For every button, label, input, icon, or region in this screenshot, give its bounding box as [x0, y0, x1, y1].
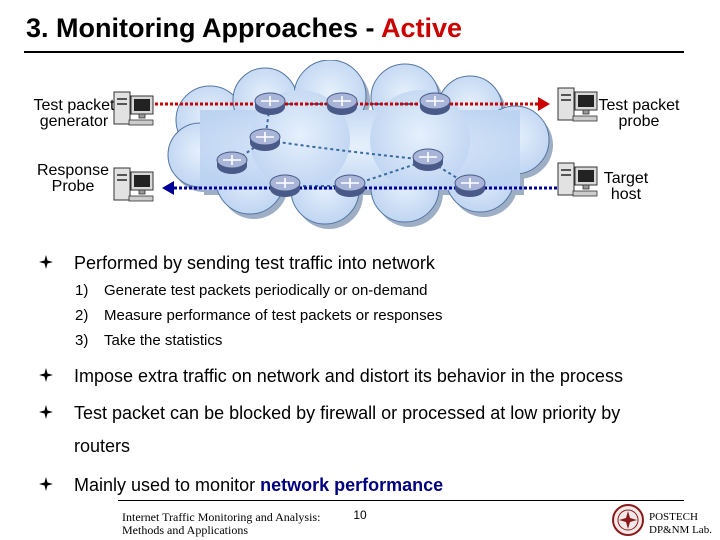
footer-course-title: Internet Traffic Monitoring and Analysis…	[122, 510, 321, 537]
router-icon	[412, 148, 444, 172]
diamond-bullet-icon	[38, 404, 54, 425]
highlight-text: network performance	[260, 475, 444, 495]
router-icon	[326, 92, 358, 116]
router-icon	[249, 128, 281, 152]
router-icon	[419, 92, 451, 116]
footer-lab-name: POSTECH DP&NM Lab.	[649, 511, 712, 536]
footer-divider	[118, 500, 684, 501]
title-accent: Active	[381, 13, 463, 43]
computer-icon	[557, 162, 598, 197]
diamond-bullet-icon	[38, 254, 54, 275]
response-probe-label: Response Probe	[36, 162, 110, 195]
list-item: 1)Generate test packets periodically or …	[75, 282, 428, 299]
bullet-continuation: routers	[74, 436, 131, 456]
test-packet-generator-label: Test packet generator	[33, 97, 115, 130]
computer-icon	[113, 167, 154, 202]
router-icon	[334, 174, 366, 198]
diamond-bullet-icon	[38, 476, 54, 497]
list-item: 2)Measure performance of test packets or…	[75, 307, 443, 324]
network-diagram	[113, 60, 598, 229]
router-icon	[216, 151, 248, 175]
router-icon	[454, 174, 486, 198]
list-item: 3)Take the statistics	[75, 332, 223, 349]
router-icon	[269, 174, 301, 198]
postech-logo-icon	[612, 504, 644, 536]
target-host-label: Target host	[603, 170, 649, 203]
title-main: 3. Monitoring Approaches -	[26, 13, 382, 43]
title-divider	[24, 51, 684, 53]
test-packet-probe-label: Test packet probe	[598, 97, 680, 130]
page-number: 10	[353, 508, 367, 522]
slide-title: 3. Monitoring Approaches - Active	[26, 13, 462, 44]
diamond-bullet-icon	[38, 367, 54, 388]
router-icon	[254, 92, 286, 116]
